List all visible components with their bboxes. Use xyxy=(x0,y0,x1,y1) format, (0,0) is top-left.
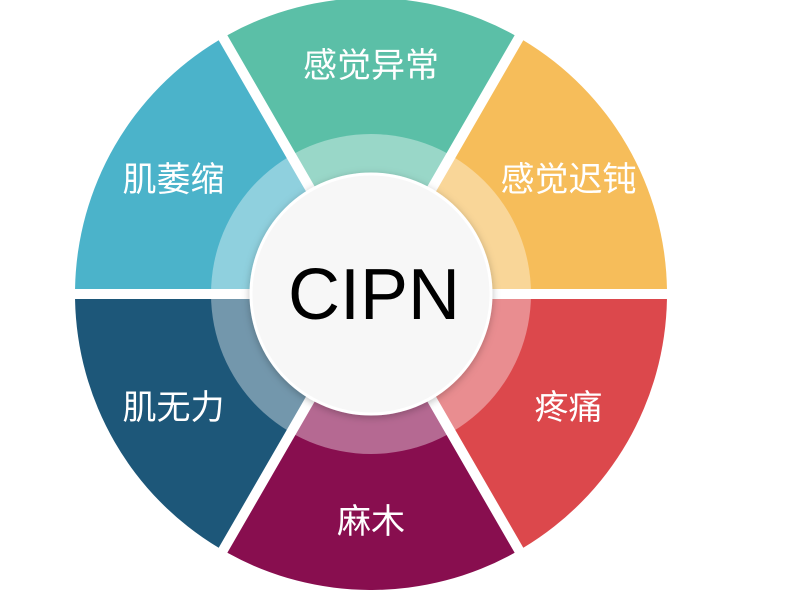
segment-muscle-weakness xyxy=(75,299,326,548)
segment-label-muscle-atrophy: 肌萎缩 xyxy=(123,160,225,200)
segment-pain xyxy=(416,299,667,548)
segment-label-sensory-dullness: 感觉迟钝 xyxy=(501,160,637,200)
center-label: CIPN xyxy=(288,255,460,335)
segment-sensory-dullness xyxy=(416,40,667,289)
segment-label-sensory-abnormality: 感觉异常 xyxy=(303,46,439,86)
center-hub xyxy=(249,172,493,416)
segment-numbness xyxy=(227,367,515,590)
segment-label-muscle-weakness: 肌无力 xyxy=(123,388,225,428)
segment-label-pain: 疼痛 xyxy=(535,388,603,428)
segment-muscle-atrophy xyxy=(75,40,326,289)
wheel-segments xyxy=(75,0,667,590)
segment-sensory-abnormality xyxy=(227,0,515,221)
segment-label-numbness: 麻木 xyxy=(337,502,405,542)
